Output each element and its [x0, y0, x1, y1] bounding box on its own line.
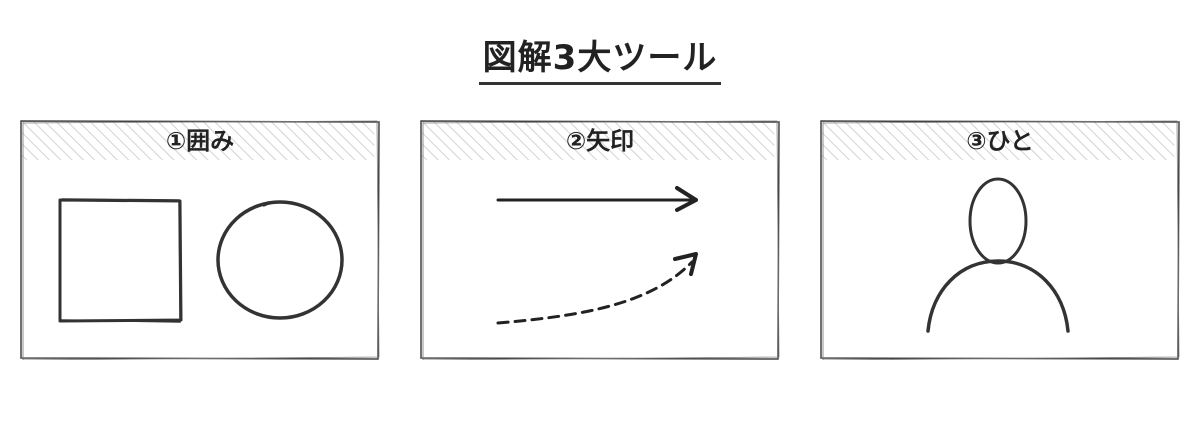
- panel-enclosure-drawing: [58, 198, 344, 323]
- panel-person-frame: [820, 120, 1180, 360]
- panel-enclosure-frame: [20, 120, 380, 360]
- solid-arrow-icon: [496, 186, 698, 212]
- panel-person-label: ③ひと: [966, 127, 1034, 155]
- panel-arrow-frame: [420, 120, 780, 360]
- panel-enclosure-label: ①囲み: [165, 127, 235, 155]
- panel-person-drawing: [926, 177, 1070, 333]
- square-icon: [58, 198, 183, 323]
- panel-arrow-label: ②矢印: [565, 127, 635, 155]
- panel-person: ③ひと: [820, 120, 1180, 360]
- dashed-arrow-icon: [496, 252, 698, 325]
- page-title-text: 図解3大ツール: [478, 36, 722, 85]
- person-icon: [926, 177, 1070, 333]
- page-title: 図解3大ツール: [0, 36, 1200, 85]
- circle-icon: [216, 200, 344, 320]
- panel-enclosure: ①囲み: [20, 120, 380, 360]
- panel-arrow-drawing: [496, 186, 698, 325]
- panel-arrow: ②矢印: [420, 120, 780, 360]
